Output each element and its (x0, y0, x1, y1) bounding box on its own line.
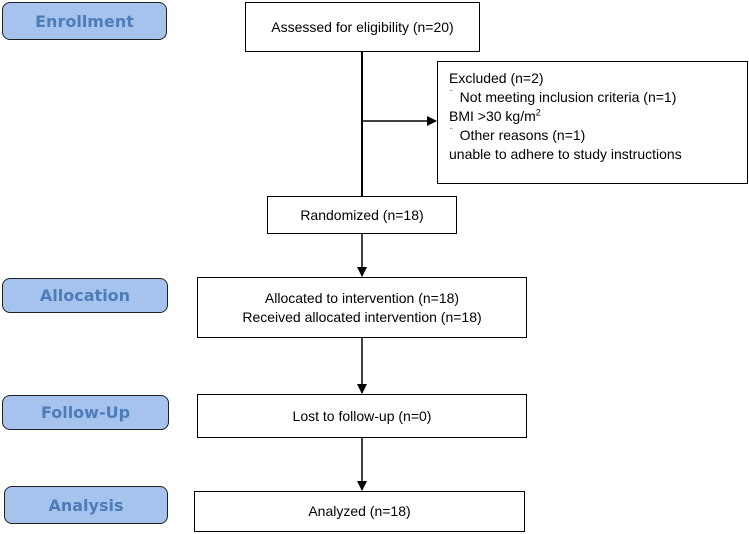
excluded-reason-2: ¨ Other reasons (n=1) (449, 126, 747, 145)
received-text: Received allocated intervention (n=18) (242, 308, 482, 325)
bmi-text: BMI >30 kg/m (449, 108, 536, 124)
assessed-box: Assessed for eligibility (n=20) (245, 2, 480, 52)
stage-allocation-label: Allocation (2, 278, 168, 313)
excluded-reason-2-text: Other reasons (n=1) (459, 127, 586, 143)
stage-enrollment-label: Enrollment (2, 2, 167, 40)
excluded-reason-1: ¨ Not meeting inclusion criteria (n=1) (449, 88, 747, 107)
lost-to-follow-up-text: Lost to follow-up (n=0) (292, 407, 432, 424)
excluded-title: Excluded (n=2) (449, 70, 544, 86)
stage-analysis-label: Analysis (4, 486, 168, 524)
excluded-reason-1-text: Not meeting inclusion criteria (n=1) (459, 89, 677, 105)
analyzed-text: Analyzed (n=18) (308, 503, 411, 519)
analysis-box: Analyzed (n=18) (194, 491, 525, 532)
excluded-reason-2-detail: unable to adhere to study instructions (449, 146, 682, 162)
assessed-text: Assessed for eligibility (n=20) (271, 18, 454, 35)
stage-follow-up-label: Follow-Up (2, 395, 169, 430)
bullet-icon: ¨ (450, 127, 453, 136)
follow-up-box: Lost to follow-up (n=0) (197, 394, 527, 438)
bmi-superscript: 2 (535, 107, 541, 118)
excluded-box: Excluded (n=2) ¨ Not meeting inclusion cr… (437, 61, 748, 184)
bullet-icon: ¨ (450, 89, 453, 98)
allocated-text: Allocated to intervention (n=18) (264, 289, 460, 306)
randomized-text: Randomized (n=18) (300, 206, 424, 223)
randomized-box: Randomized (n=18) (267, 196, 457, 234)
allocation-box: Allocated to intervention (n=18) Receive… (197, 277, 527, 338)
excluded-reason-1-detail: BMI >30 kg/m2 (449, 107, 747, 126)
